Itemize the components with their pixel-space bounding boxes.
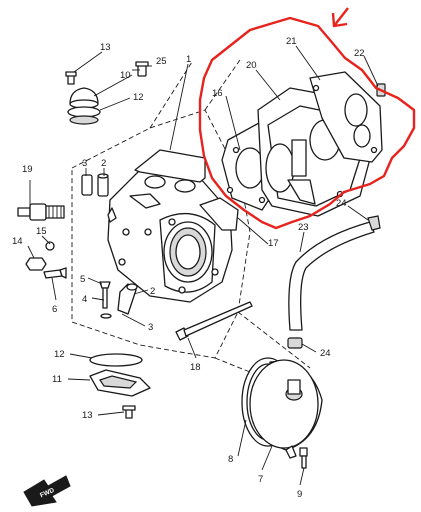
callout-13-bottom: 13: [82, 410, 93, 421]
callout-9: 9: [297, 489, 302, 500]
water-hose: [287, 215, 381, 349]
callout-20: 20: [246, 60, 257, 71]
long-bolt: [175, 301, 253, 341]
thermo-sensor: [17, 203, 65, 221]
fwd-arrow-icon: FWD: [23, 475, 71, 507]
arrow-down-left-icon: [331, 7, 349, 28]
callout-16: 16: [212, 88, 223, 99]
callout-3-bottom: 3: [148, 322, 153, 333]
callout-25: 25: [156, 56, 167, 67]
leader-lines: [27, 45, 379, 486]
callout-17: 17: [268, 238, 279, 249]
callout-24-top: 24: [336, 198, 347, 209]
exhaust-cover: [241, 357, 323, 469]
small-fittings: [25, 241, 67, 279]
callout-15: 15: [36, 226, 47, 237]
callout-1: 1: [186, 54, 191, 65]
callout-10: 10: [120, 70, 131, 81]
callout-2-top: 2: [101, 158, 106, 169]
sensor-cap-assembly: [65, 61, 149, 125]
callout-6: 6: [52, 304, 57, 315]
callout-19: 19: [22, 164, 33, 175]
bolts-and-dowels: [81, 173, 138, 319]
callout-11: 11: [52, 374, 62, 385]
callout-24-bottom: 24: [320, 348, 331, 359]
callout-labels: 13 10 25 12 1 19 3 2 14 15 6 5 4 2 3 12 …: [12, 36, 365, 500]
callout-12-top: 12: [133, 92, 144, 103]
callout-21: 21: [286, 36, 297, 47]
callout-8: 8: [228, 454, 233, 465]
callout-7: 7: [258, 474, 263, 485]
callout-18: 18: [190, 362, 201, 373]
assembly-boundary: [71, 109, 251, 359]
callout-22: 22: [354, 48, 365, 59]
callout-14: 14: [12, 236, 23, 247]
callout-5: 5: [80, 274, 85, 285]
cylinder-housing: [107, 149, 239, 303]
callout-12-bottom: 12: [54, 349, 65, 360]
callout-4: 4: [82, 294, 87, 305]
cylinder-block: [221, 71, 386, 217]
callout-13-top: 13: [100, 42, 111, 53]
callout-23: 23: [298, 222, 309, 233]
callout-3-top: 3: [82, 158, 87, 169]
cover-plate: [89, 353, 151, 419]
highlight-outline: [198, 16, 416, 230]
callout-2-bottom: 2: [150, 286, 155, 297]
